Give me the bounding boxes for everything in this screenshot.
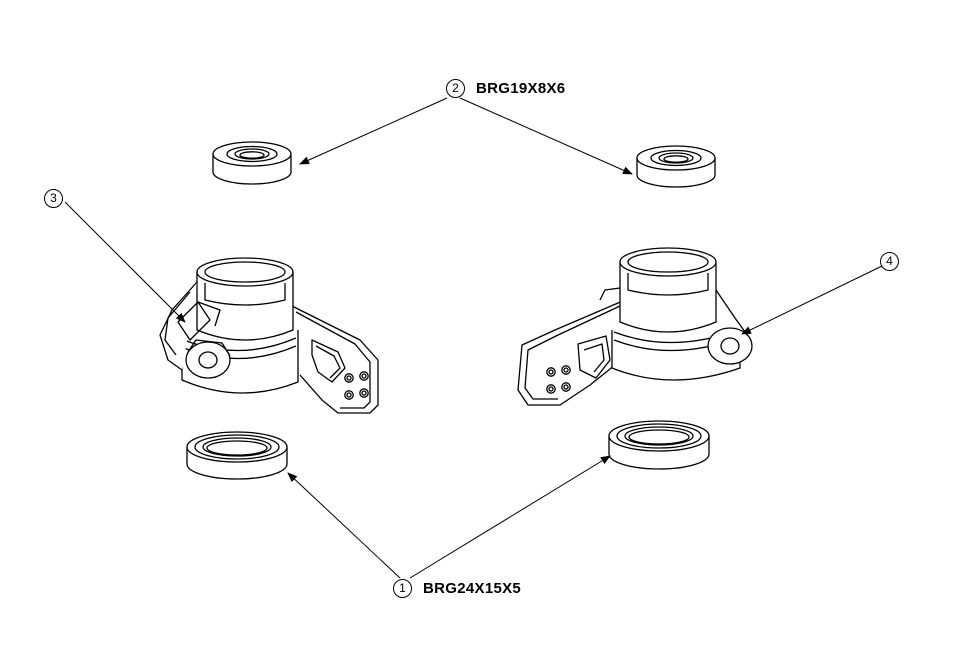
callout-number-4: 4 — [880, 252, 899, 271]
leader-3 — [64, 201, 186, 323]
callout-number-1: 1 — [393, 579, 412, 598]
leader-2-left — [299, 97, 448, 165]
hub-carrier-right — [517, 247, 753, 406]
bearing-24x15x5-right — [608, 420, 710, 470]
leader-4 — [741, 265, 883, 335]
leader-2-right — [459, 97, 633, 175]
leader-1-left — [287, 472, 401, 579]
hub-carrier-left — [159, 257, 379, 414]
bearing-19x8x6-left — [212, 141, 292, 185]
callout-label-1: BRG24X15X5 — [423, 580, 522, 597]
bearing-24x15x5-left — [186, 431, 288, 480]
leader-1-right — [409, 455, 611, 579]
leader-lines — [64, 97, 883, 579]
callout-number-3: 3 — [44, 189, 63, 208]
callout-number-2: 2 — [446, 79, 465, 98]
bearing-19x8x6-right — [636, 145, 716, 188]
callout-label-2: BRG19X8X6 — [476, 80, 566, 97]
